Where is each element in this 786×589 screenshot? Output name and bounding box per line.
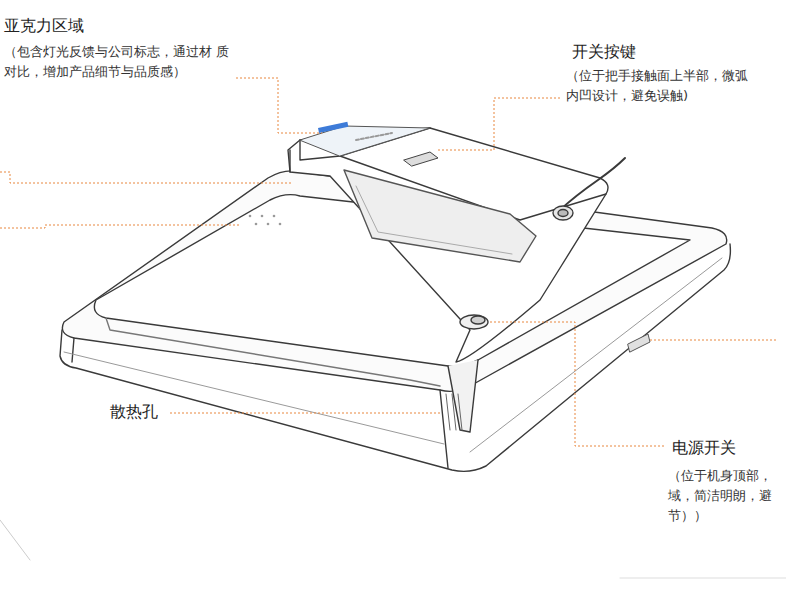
part-note: （包含灯光反馈与公司标志，通过材 质对比，增加产品细节与品质感）: [4, 42, 232, 82]
part-name: 散热孔: [110, 402, 158, 422]
part-name: 开关按键: [572, 42, 636, 62]
part-note: （位于把手接触面上半部，微弧 内凹设计，避免误触): [566, 66, 758, 106]
part-note: （位于机身顶部， 域，简洁明朗，避 节））: [668, 466, 780, 526]
part-name: 亚克力区域: [4, 16, 84, 36]
part-name: 电源开关: [672, 438, 736, 458]
